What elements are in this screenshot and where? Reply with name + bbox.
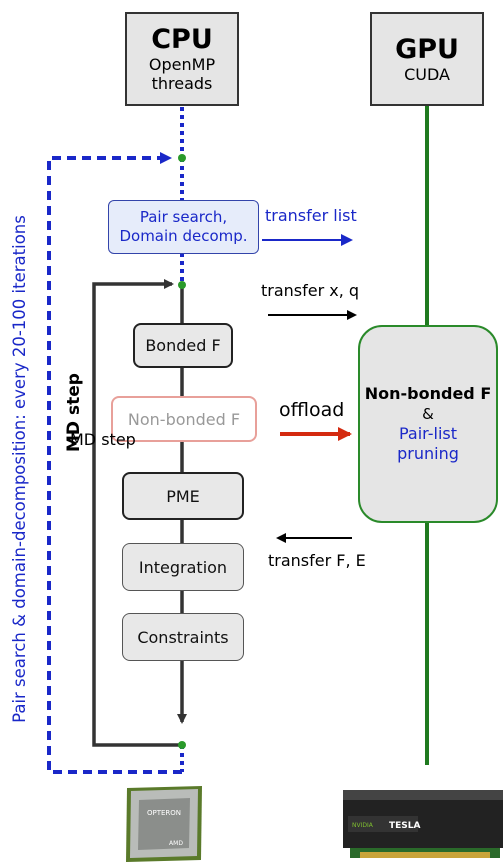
- tesla-brand-text: TESLA: [389, 821, 421, 831]
- step-constraints-label: Constraints: [137, 627, 229, 647]
- loop-node-top: [178, 154, 186, 162]
- outer-loop: [47, 152, 182, 774]
- opteron-brand-text: OPTERON: [147, 809, 181, 817]
- pair-search-line1: Pair search,: [139, 208, 228, 226]
- pair-search-line2: Domain decomp.: [119, 227, 248, 245]
- step-bonded-f-label: Bonded F: [145, 336, 221, 355]
- opteron-chip-image: OPTERON AMD: [126, 786, 202, 862]
- gpu-nonbonded-box: Non-bonded F & Pair-list pruning: [358, 325, 498, 523]
- gpu-task-line3: pruning: [397, 444, 459, 463]
- step-nonbonded-f: Non-bonded F: [111, 396, 257, 442]
- cpu-subtitle-line1: OpenMP: [148, 55, 216, 74]
- gpu-task-line2: Pair-list: [398, 424, 457, 443]
- loop-node-bottom: [178, 741, 186, 749]
- offload-label: offload: [279, 399, 345, 421]
- cpu-subtitle-line2: threads: [151, 74, 213, 93]
- step-nonbonded-f-label: Non-bonded F: [127, 409, 241, 429]
- gpu-title: GPU: [395, 33, 459, 65]
- step-bonded-f: Bonded F: [133, 323, 233, 368]
- amd-logo-text: AMD: [169, 840, 183, 847]
- step-pme: PME: [122, 472, 244, 520]
- pair-search-box: Pair search, Domain decomp.: [108, 200, 259, 254]
- step-integration: Integration: [122, 543, 244, 591]
- step-integration-label: Integration: [138, 557, 228, 577]
- transfer-fe-label: transfer F, E: [268, 551, 366, 570]
- md-step-loop: [92, 279, 182, 747]
- step-constraints: Constraints: [122, 613, 244, 661]
- cpu-header-box: CPU OpenMP threads: [125, 12, 239, 106]
- nvidia-logo-text: NVIDIA: [352, 822, 374, 829]
- transfer-list-label: transfer list: [265, 206, 357, 225]
- step-pme-label: PME: [166, 486, 200, 506]
- gpu-task-title: Non-bonded F: [364, 384, 492, 403]
- gpu-task-amp: &: [422, 405, 434, 423]
- gpu-subtitle: CUDA: [404, 64, 450, 84]
- gpu-header-box: GPU CUDA: [370, 12, 484, 106]
- transfer-xq-label: transfer x, q: [261, 281, 360, 300]
- loop-node-md: [178, 281, 186, 289]
- cpu-title: CPU: [151, 24, 213, 55]
- tesla-card-image: NVIDIA TESLA: [343, 790, 503, 858]
